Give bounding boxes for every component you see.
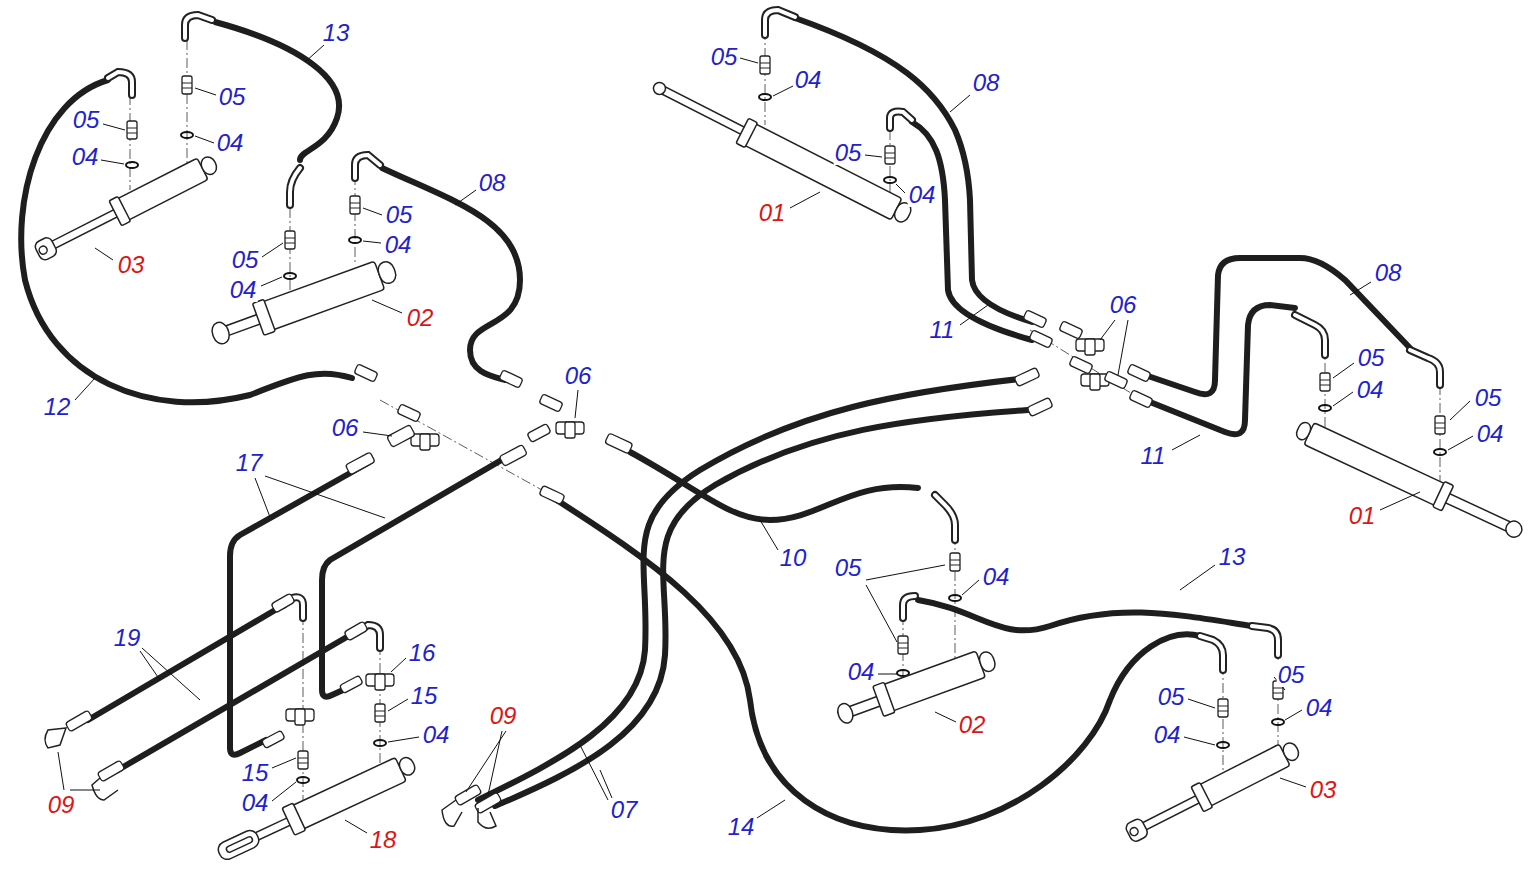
- callout-number: 02: [958, 713, 987, 737]
- callout-number: 04: [216, 131, 245, 155]
- callout-number: 05: [834, 556, 863, 580]
- callout-number: 17: [235, 451, 264, 475]
- callout-number: 04: [1153, 723, 1182, 747]
- callout-number: 06: [564, 364, 593, 388]
- callout-number: 01: [1348, 504, 1377, 528]
- callout-number: 04: [1356, 378, 1385, 402]
- callout-number: 05: [1277, 663, 1306, 687]
- callout-number: 05: [231, 248, 260, 272]
- callout-number: 12: [43, 395, 72, 419]
- callout-number: 06: [331, 416, 360, 440]
- callout-number: 09: [47, 793, 76, 817]
- callout-number: 05: [218, 85, 247, 109]
- callout-number: 05: [1157, 685, 1186, 709]
- callout-number: 05: [385, 203, 414, 227]
- callout-number: 04: [982, 565, 1011, 589]
- callout-number: 13: [322, 21, 351, 45]
- callout-number: 15: [241, 761, 270, 785]
- callout-number: 05: [1474, 386, 1503, 410]
- callout-number: 04: [229, 278, 258, 302]
- callout-number: 05: [710, 45, 739, 69]
- callout-number: 04: [422, 723, 451, 747]
- callout-number: 16: [408, 641, 437, 665]
- callout-number: 19: [113, 626, 142, 650]
- callout-number: 04: [1305, 696, 1334, 720]
- callout-number: 04: [384, 233, 413, 257]
- callout-number: 08: [478, 171, 507, 195]
- callout-number: 11: [1140, 444, 1167, 468]
- callout-number: 15: [410, 684, 439, 708]
- callout-number: 04: [241, 791, 270, 815]
- callout-number: 03: [117, 253, 146, 277]
- callout-number: 07: [610, 798, 639, 822]
- callout-number: 04: [847, 660, 876, 684]
- callout-number: 04: [71, 145, 100, 169]
- callout-number: 08: [972, 71, 1001, 95]
- callout-number: 09: [489, 704, 518, 728]
- callout-number: 05: [1357, 346, 1386, 370]
- callout-number: 04: [908, 183, 937, 207]
- callout-number: 01: [758, 201, 787, 225]
- callout-number: 08: [1374, 261, 1403, 285]
- callout-number: 05: [72, 108, 101, 132]
- callout-number: 05: [834, 141, 863, 165]
- callout-number: 02: [406, 306, 435, 330]
- callout-number: 13: [1218, 545, 1247, 569]
- callout-number: 04: [1476, 422, 1505, 446]
- callout-number: 18: [369, 828, 398, 852]
- callout-number: 11: [929, 318, 956, 342]
- callout-number: 04: [794, 68, 823, 92]
- callout-number: 06: [1109, 293, 1138, 317]
- callout-number: 14: [727, 815, 756, 839]
- callout-number: 03: [1309, 778, 1338, 802]
- callout-number: 10: [779, 546, 808, 570]
